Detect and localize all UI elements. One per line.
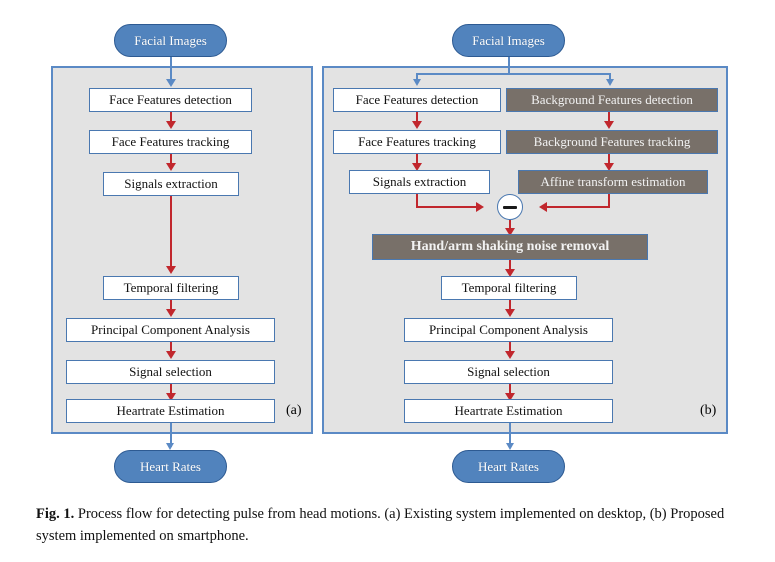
panel-a-input-pill: Facial Images	[114, 24, 227, 57]
panel-b-arrowhead-split-right	[606, 79, 614, 86]
panel-a-arrowhead-output	[166, 443, 174, 450]
panel-b-step-background-features-tracking: Background Features tracking	[506, 130, 718, 154]
panel-b-bg-arrowhead-node	[539, 202, 547, 212]
panel-a-arrowhead-1	[165, 121, 176, 129]
panel-a-arrowhead-3	[165, 266, 176, 274]
panel-b-bg-arrowhead-2	[604, 163, 614, 171]
panel-b-input-pill: Facial Images	[452, 24, 565, 57]
panel-b-connector-split-right	[609, 73, 611, 81]
panel-b-step-principal-component-analysis: Principal Component Analysis	[404, 318, 613, 342]
panel-a-connector-2	[169, 154, 172, 165]
panel-a-letter: (a)	[286, 403, 302, 418]
panel-a-connector-output	[169, 423, 172, 447]
minus-icon	[503, 205, 517, 209]
panel-a-arrowhead-4	[165, 309, 176, 317]
panel-b-step-temporal-filtering: Temporal filtering	[441, 276, 577, 300]
panel-b-connector-output	[509, 423, 511, 447]
panel-a-step-temporal-filtering: Temporal filtering	[103, 276, 239, 300]
panel-b-bg-arrowhead-1	[604, 121, 614, 129]
panel-b-arrowhead-node-out	[505, 228, 515, 236]
panel-a-step-heartrate-estimation: Heartrate Estimation	[66, 399, 275, 423]
panel-b-connector-input-stem	[507, 57, 510, 74]
panel-b-merged-connector-3	[509, 342, 511, 353]
panel-b-bg-connector-3	[608, 194, 610, 208]
panel-a-step-signal-selection: Signal selection	[66, 360, 275, 384]
panel-a-step-principal-component-analysis: Principal Component Analysis	[66, 318, 275, 342]
panel-b-merged-arrowhead-4	[505, 393, 515, 401]
panel-b-merged-arrowhead-2	[505, 309, 515, 317]
panel-b-arrowhead-output	[505, 443, 514, 450]
panel-b-connector-node-out	[509, 220, 511, 231]
panel-a-arrowhead-5	[165, 351, 176, 359]
panel-a-arrowhead-6	[165, 393, 176, 401]
panel-a-connector-5	[169, 342, 172, 353]
panel-b-step-face-features-detection: Face Features detection	[333, 88, 501, 112]
panel-b-bg-connector-2	[608, 154, 610, 165]
panel-b-output-pill: Heart Rates	[452, 450, 565, 483]
panel-a-step-face-features-detection: Face Features detection	[89, 88, 252, 112]
panel-b-letter: (b)	[700, 403, 717, 418]
panel-b-arrowhead-split-left	[413, 79, 421, 86]
panel-b-face-connector-3	[416, 194, 418, 208]
panel-b-face-arrowhead-node	[476, 202, 484, 212]
figure-process-flow: (a) Facial Images Face Features detectio…	[51, 24, 728, 483]
panel-b-face-connector-2	[416, 154, 418, 165]
panel-b-face-connector-1	[416, 112, 418, 123]
panel-a-step-signals-extraction: Signals extraction	[103, 172, 239, 196]
panel-a-connector-3-long	[169, 196, 172, 268]
panel-a-connector-input	[169, 57, 172, 80]
panel-b-face-arrowhead-2	[412, 163, 422, 171]
panel-a-arrowhead-2	[165, 163, 176, 171]
subtract-node	[497, 194, 523, 220]
panel-b-bg-connector-1	[608, 112, 610, 123]
panel-a-arrowhead-input	[165, 79, 176, 87]
panel-b-step-face-features-tracking: Face Features tracking	[333, 130, 501, 154]
panel-b-connector-split-bar	[416, 73, 611, 75]
panel-b-step-signal-selection: Signal selection	[404, 360, 613, 384]
panel-b-merged-connector-2	[509, 300, 511, 311]
panel-b-merged-connector-1	[509, 260, 511, 271]
panel-b-face-connector-to-node	[416, 206, 478, 208]
panel-b-bg-connector-to-node	[547, 206, 610, 208]
panel-b-connector-split-left	[416, 73, 418, 81]
panel-a-step-face-features-tracking: Face Features tracking	[89, 130, 252, 154]
panel-b-step-affine-transform-estimation: Affine transform estimation	[518, 170, 708, 194]
figure-caption: Fig. 1. Process flow for detecting pulse…	[36, 503, 742, 547]
panel-b-merged-arrowhead-1	[505, 269, 515, 277]
panel-b-step-hand-arm-shaking-noise-removal: Hand/arm shaking noise removal	[372, 234, 648, 260]
panel-b-merged-arrowhead-3	[505, 351, 515, 359]
figure-caption-text: Process flow for detecting pulse from he…	[36, 506, 725, 545]
panel-b-step-background-features-detection: Background Features detection	[506, 88, 718, 112]
panel-a-connector-6	[169, 384, 172, 395]
figure-caption-label: Fig. 1.	[36, 506, 75, 522]
panel-a-connector-1	[169, 112, 172, 123]
panel-a-output-pill: Heart Rates	[114, 450, 227, 483]
panel-b-step-heartrate-estimation: Heartrate Estimation	[404, 399, 613, 423]
panel-b-step-signals-extraction: Signals extraction	[349, 170, 490, 194]
panel-a-connector-4	[169, 300, 172, 311]
panel-b-face-arrowhead-1	[412, 121, 422, 129]
panel-b-merged-connector-4	[509, 384, 511, 395]
